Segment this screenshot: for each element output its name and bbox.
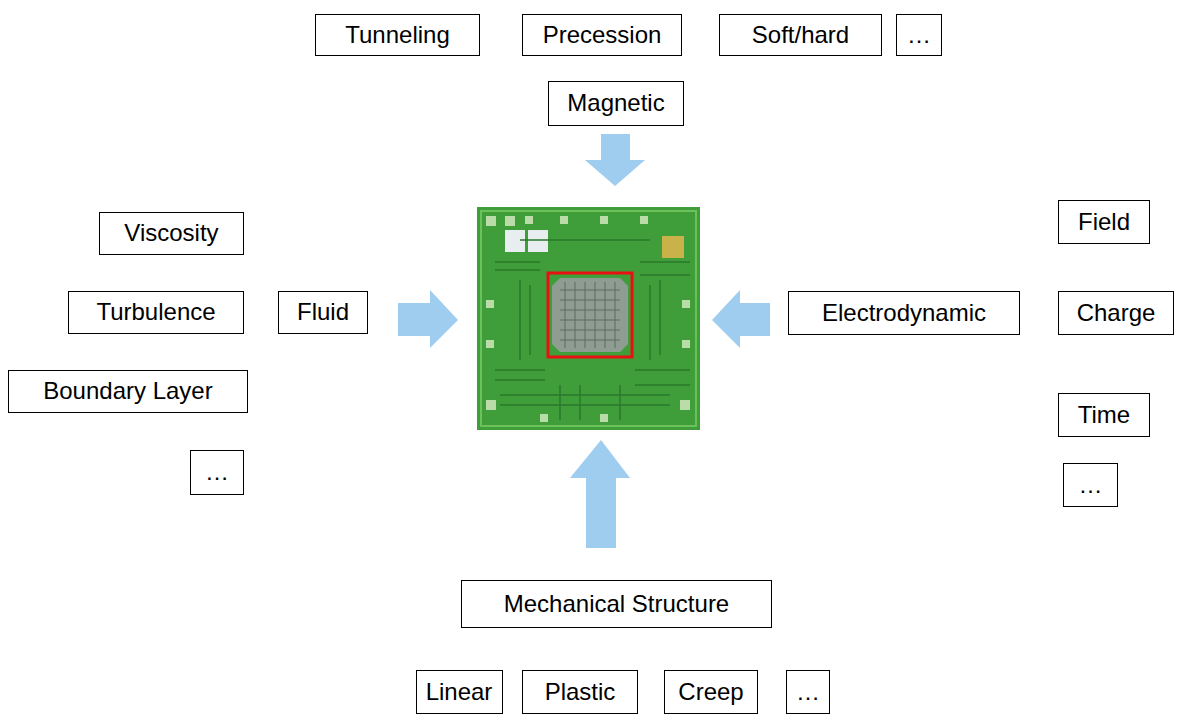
box-text: Time bbox=[1078, 402, 1130, 428]
label-box: Time bbox=[1058, 393, 1150, 437]
box-text: Charge bbox=[1077, 300, 1156, 326]
box-text: … bbox=[907, 22, 931, 48]
label-box: Plastic bbox=[522, 670, 638, 714]
label-box: Creep bbox=[664, 670, 758, 714]
label-box: … bbox=[1063, 463, 1118, 507]
box-text: Turbulence bbox=[96, 299, 215, 325]
box-text: Electrodynamic bbox=[822, 300, 986, 326]
box-text: … bbox=[1079, 472, 1103, 498]
flow-arrows bbox=[398, 134, 770, 548]
label-box: Field bbox=[1058, 200, 1150, 244]
label-box: Fluid bbox=[278, 291, 368, 334]
arrow-left bbox=[712, 290, 770, 348]
box-text: Field bbox=[1078, 209, 1130, 235]
box-text: Soft/hard bbox=[752, 22, 849, 48]
box-text: Boundary Layer bbox=[43, 378, 212, 404]
arrow-right bbox=[398, 290, 458, 348]
label-box: Linear bbox=[416, 670, 503, 714]
label-box: … bbox=[896, 14, 942, 56]
box-text: Mechanical Structure bbox=[504, 591, 729, 617]
label-box: Electrodynamic bbox=[788, 291, 1020, 335]
box-text: Magnetic bbox=[567, 90, 664, 116]
box-text: Viscosity bbox=[124, 220, 218, 246]
label-box: … bbox=[786, 670, 830, 714]
box-text: Fluid bbox=[297, 299, 349, 325]
label-box: Mechanical Structure bbox=[461, 580, 772, 628]
box-text: … bbox=[796, 679, 820, 705]
label-box: Precession bbox=[522, 14, 682, 56]
label-box: Charge bbox=[1058, 291, 1174, 335]
box-text: Linear bbox=[426, 679, 493, 705]
label-box: Soft/hard bbox=[719, 14, 882, 56]
label-box: Turbulence bbox=[68, 291, 244, 334]
box-text: Precession bbox=[543, 22, 662, 48]
box-text: Tunneling bbox=[345, 22, 450, 48]
label-box: Boundary Layer bbox=[8, 370, 248, 413]
box-text: … bbox=[205, 459, 229, 485]
box-text: Creep bbox=[678, 679, 743, 705]
label-box: Magnetic bbox=[548, 81, 684, 126]
arrow-down bbox=[585, 134, 645, 186]
label-box: Viscosity bbox=[99, 212, 244, 255]
label-box: Tunneling bbox=[315, 14, 480, 56]
arrow-up bbox=[570, 440, 630, 548]
label-box: … bbox=[190, 450, 244, 495]
box-text: Plastic bbox=[545, 679, 616, 705]
chip-image bbox=[477, 207, 700, 430]
